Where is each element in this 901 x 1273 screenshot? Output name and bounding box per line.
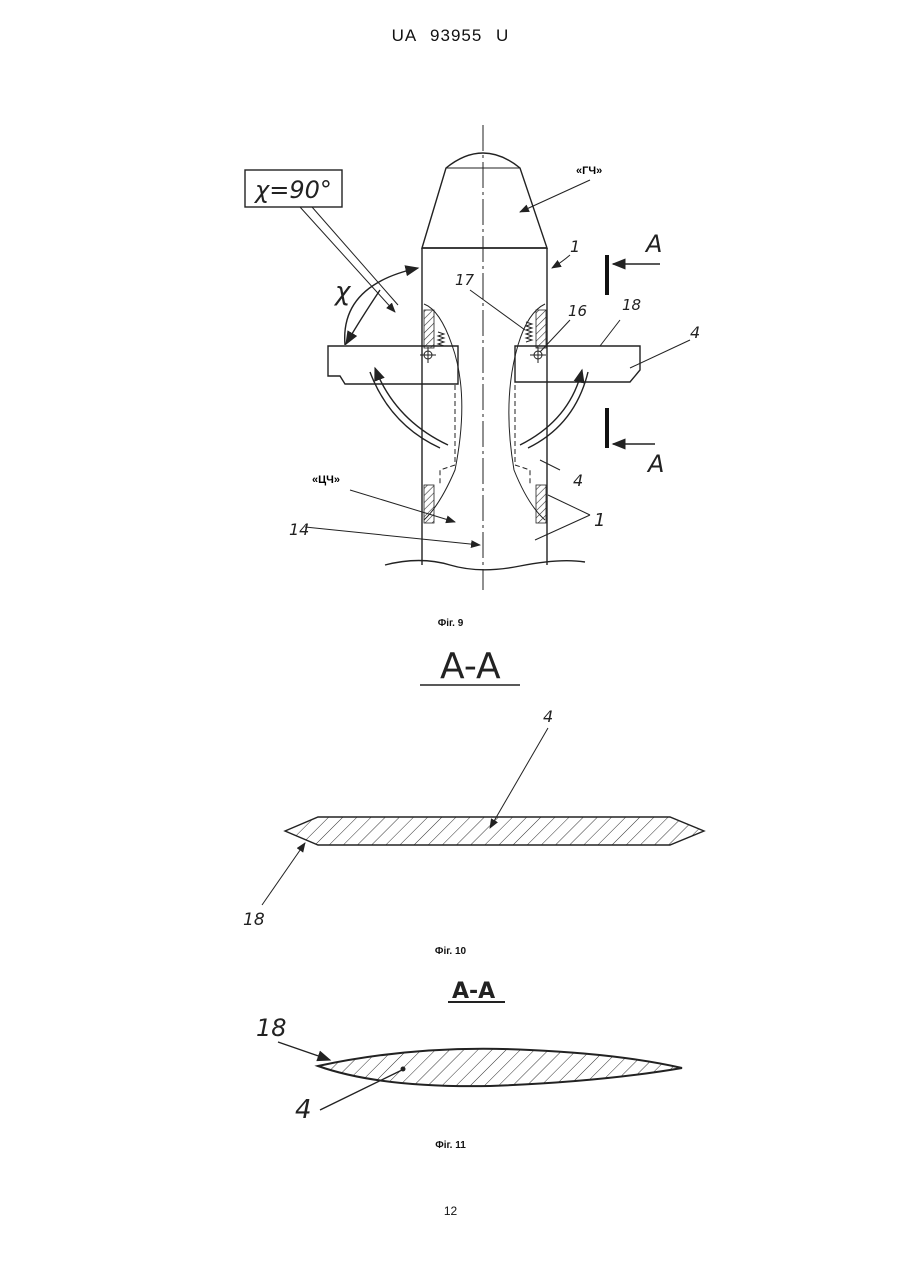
label-gch: «ГЧ»: [576, 165, 602, 177]
wing-right: [515, 346, 640, 382]
fig11-section-title: A-A: [452, 979, 495, 1004]
page-number: 12: [0, 1204, 901, 1218]
fig11-label-4: 4: [295, 1095, 312, 1125]
label-cch: «ЦЧ»: [312, 474, 340, 486]
spring-right: [526, 322, 532, 342]
break-line: [385, 561, 585, 570]
label-17: 17: [455, 271, 475, 289]
figure-11-drawing: A-A 18 4: [256, 979, 682, 1125]
fig9-caption: Фіг. 9: [0, 618, 901, 629]
section-letter-bottom: A: [646, 450, 664, 478]
figure-9-drawing: χ=90° χ «ГЧ» «ЦЧ» 1 17 16 18 4 4 1 14 A …: [245, 125, 700, 590]
angle-box-label: χ=90°: [253, 176, 332, 204]
spring-left: [438, 332, 444, 346]
section-letter-top: A: [644, 230, 662, 258]
label-18: 18: [622, 296, 641, 314]
angle-symbol: χ: [333, 277, 352, 307]
fig11-caption: Фіг. 11: [0, 1140, 901, 1151]
fig10-label-4: 4: [543, 707, 553, 726]
fig10-caption: Фіг. 10: [0, 946, 901, 957]
section-profile-airfoil: [318, 1049, 682, 1086]
wing-left: [328, 346, 458, 384]
label-14: 14: [289, 520, 309, 539]
fig10-section-title: A-A: [440, 646, 501, 687]
angle-arc: [345, 268, 418, 345]
fig10-label-18: 18: [243, 910, 265, 930]
label-4-lower: 4: [573, 471, 583, 490]
label-4-right: 4: [690, 323, 700, 342]
label-1-bottom: 1: [594, 510, 605, 531]
label-16: 16: [568, 302, 587, 320]
inner-cutaway: [424, 304, 545, 520]
figure-10-drawing: A-A 4 18: [243, 646, 704, 930]
nose-cone: [422, 153, 547, 248]
fig11-label-18: 18: [256, 1014, 287, 1042]
label-1-top: 1: [570, 237, 580, 256]
